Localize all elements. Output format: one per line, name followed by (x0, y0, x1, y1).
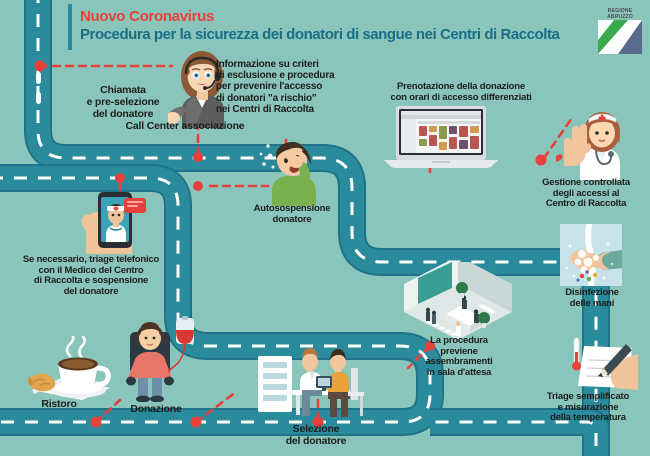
step-label-triage-temperatura: Triage semplificato e misurazione della … (546, 391, 630, 424)
regione-abruzzo-logo: REGIONE ABRUZZO (598, 6, 642, 54)
logo-line2: ABRUZZO (607, 14, 633, 21)
step-label-chiamata: Chiamata e pre-selezione del donatore (86, 84, 160, 120)
step-label-selezione: Selezione del donatore (285, 423, 347, 447)
step-label-gestione-accessi: Gestione controllata degli accessi al Ce… (542, 177, 630, 210)
thermometer-clipboard-icon (572, 330, 638, 390)
blood-donation-chair-icon (118, 316, 198, 403)
nurse-stop-hand-icon (553, 108, 636, 180)
step-label-call-center: Call Center associazione (125, 120, 245, 132)
step-label-disinfezione: Disinfezione delle mani (565, 287, 619, 309)
step-label-sala-attesa: La procedura previene assembramenti in s… (425, 335, 493, 378)
step-label-autosospensione: Autosospensione donatore (253, 203, 331, 225)
page-title: Nuovo Coronavirus (80, 8, 215, 25)
step-label-triage-telefonico: Se necessario, triage telefonico con il … (22, 254, 160, 297)
step-label-donazione: Donazione (130, 403, 182, 415)
hand-washing-icon (560, 224, 622, 286)
logo-text: REGIONE ABRUZZO (598, 8, 642, 21)
doctor-desk-icon (252, 340, 374, 422)
smartphone-video-call-icon (80, 170, 152, 254)
title-accent-bar (68, 4, 72, 50)
coughing-person-icon (256, 136, 328, 206)
logo-flag (598, 20, 642, 54)
waiting-room-icon (400, 256, 516, 342)
operator-headset-icon (164, 46, 234, 128)
laptop-calendar-icon (382, 106, 500, 168)
step-label-prenotazione: Prenotazione della donazione con orari d… (390, 81, 532, 103)
step-label-informazione: Informazione su criteri di esclusione e … (216, 59, 335, 115)
logo-line1: REGIONE (607, 8, 633, 14)
step-label-ristoro: Ristoro (41, 398, 77, 410)
coffee-croissant-icon (26, 332, 114, 402)
page-subtitle: Procedura per la sicurezza dei donatori … (80, 26, 560, 43)
